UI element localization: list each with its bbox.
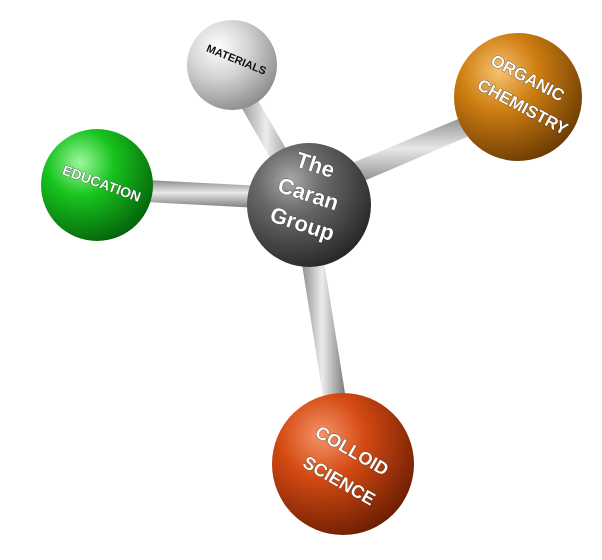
education-sphere — [41, 129, 153, 241]
colloid-sphere — [272, 393, 414, 535]
organic-sphere — [454, 33, 582, 161]
materials-sphere — [187, 20, 277, 110]
node-center: The Caran Group — [247, 143, 371, 267]
node-colloid-science: COLLOID SCIENCE — [272, 393, 414, 535]
node-organic-chemistry: ORGANIC CHEMISTRY — [454, 33, 582, 161]
center-sphere — [247, 143, 371, 267]
bond-colloid — [301, 255, 348, 415]
node-education: EDUCATION — [41, 129, 153, 241]
bond-education — [145, 180, 262, 208]
node-materials: MATERIALS — [187, 20, 277, 110]
bond-organic — [335, 115, 476, 190]
